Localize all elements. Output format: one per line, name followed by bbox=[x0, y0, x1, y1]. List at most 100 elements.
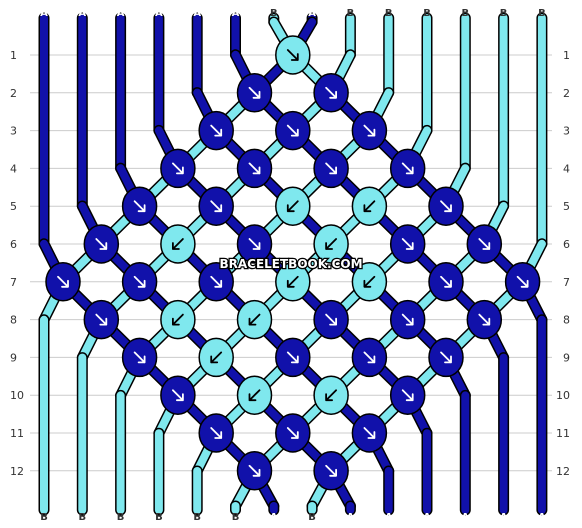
knot bbox=[236, 224, 273, 264]
top-thread-letter: B bbox=[461, 8, 469, 19]
arrow-down-right-icon bbox=[248, 162, 261, 175]
top-thread-letter: A bbox=[117, 8, 125, 19]
arrow-down-right-icon bbox=[516, 275, 529, 288]
arrow-down-right-icon bbox=[363, 124, 376, 137]
knot bbox=[160, 148, 196, 189]
arrow-down-right-icon bbox=[133, 200, 146, 213]
arrow-down-right-icon bbox=[286, 49, 299, 61]
arrow-down-right-icon bbox=[172, 162, 184, 175]
knot bbox=[504, 262, 541, 302]
arrow-down-left-icon bbox=[286, 275, 299, 288]
bottom-thread-letter: A bbox=[538, 512, 546, 523]
arrow-down-right-icon bbox=[210, 427, 223, 439]
row-label: 7 bbox=[10, 276, 17, 289]
bottom-thread-letter: A bbox=[270, 512, 278, 523]
knot bbox=[313, 375, 349, 415]
knot bbox=[351, 337, 388, 378]
knot bbox=[466, 299, 503, 340]
arrow-down-left-icon bbox=[363, 200, 376, 213]
knot bbox=[313, 73, 349, 113]
arrow-down-right-icon bbox=[210, 200, 223, 213]
row-label: 3 bbox=[563, 125, 570, 138]
row-label: 10 bbox=[556, 389, 570, 402]
arrow-down-left-icon bbox=[286, 200, 299, 213]
row-label: 4 bbox=[10, 162, 17, 175]
knot bbox=[198, 186, 234, 226]
knot bbox=[160, 375, 196, 415]
arrow-down-left-icon bbox=[172, 238, 184, 250]
bottom-thread-letter: A bbox=[385, 512, 393, 523]
top-thread-letter: A bbox=[308, 8, 316, 19]
top-thread-letter: B bbox=[385, 8, 393, 19]
top-thread-letter: A bbox=[155, 8, 163, 19]
arrow-down-left-icon bbox=[363, 275, 376, 288]
bottom-thread-letter: B bbox=[193, 512, 201, 523]
row-label: 11 bbox=[10, 427, 24, 440]
knot bbox=[389, 148, 426, 189]
knot bbox=[121, 186, 158, 226]
arrow-down-right-icon bbox=[286, 427, 299, 439]
knot bbox=[275, 110, 311, 151]
arrow-down-right-icon bbox=[210, 124, 223, 137]
arrow-down-left-icon bbox=[248, 313, 261, 326]
knot bbox=[313, 148, 349, 189]
knots-layer bbox=[45, 35, 541, 491]
knot bbox=[351, 262, 388, 302]
arrow-down-right-icon bbox=[325, 464, 337, 477]
knot bbox=[428, 337, 464, 378]
arrow-down-right-icon bbox=[95, 238, 108, 250]
arrow-down-right-icon bbox=[401, 313, 414, 326]
arrow-down-right-icon bbox=[248, 86, 261, 99]
arrow-down-left-icon bbox=[248, 389, 261, 402]
knot bbox=[428, 186, 464, 226]
knot bbox=[236, 451, 273, 491]
arrow-down-left-icon bbox=[172, 313, 184, 326]
arrow-down-right-icon bbox=[133, 275, 146, 288]
arrow-down-right-icon bbox=[401, 238, 414, 250]
knot bbox=[236, 375, 273, 415]
knot bbox=[121, 337, 158, 378]
row-label: 5 bbox=[10, 200, 17, 213]
arrow-down-right-icon bbox=[286, 124, 299, 137]
knot bbox=[389, 299, 426, 340]
row-label: 9 bbox=[10, 351, 17, 364]
knot bbox=[389, 375, 426, 415]
top-thread-letter: B bbox=[423, 8, 431, 19]
bottom-thread-letter: B bbox=[155, 512, 163, 523]
arrow-down-right-icon bbox=[478, 313, 491, 326]
knot bbox=[160, 299, 196, 340]
arrow-down-right-icon bbox=[401, 162, 414, 175]
row-label: 2 bbox=[563, 87, 570, 100]
bottom-thread-letter: B bbox=[232, 512, 240, 523]
top-thread-letter: A bbox=[193, 8, 201, 19]
knot bbox=[466, 224, 503, 264]
top-thread-letter: B bbox=[538, 8, 546, 19]
row-label: 3 bbox=[10, 125, 17, 138]
row-label: 6 bbox=[563, 238, 570, 251]
row-label: 1 bbox=[563, 49, 570, 62]
knot bbox=[313, 299, 349, 340]
arrow-down-right-icon bbox=[172, 389, 184, 402]
arrow-down-right-icon bbox=[325, 86, 337, 99]
knot bbox=[121, 262, 158, 302]
knot bbox=[275, 413, 311, 453]
top-thread-letter: B bbox=[270, 8, 278, 19]
knot bbox=[83, 299, 120, 340]
knot bbox=[428, 262, 464, 302]
arrow-down-left-icon bbox=[210, 351, 223, 364]
bottom-thread-letter: A bbox=[347, 512, 355, 523]
row-label: 1 bbox=[10, 49, 17, 62]
arrow-down-right-icon bbox=[95, 313, 108, 326]
arrow-down-right-icon bbox=[478, 238, 491, 250]
row-label: 7 bbox=[563, 276, 570, 289]
row-label: 9 bbox=[563, 351, 570, 364]
row-label: 8 bbox=[563, 314, 570, 327]
arrow-down-right-icon bbox=[440, 351, 452, 364]
bottom-thread-letter: B bbox=[308, 512, 316, 523]
knot bbox=[275, 35, 311, 75]
top-thread-letter: A bbox=[78, 8, 86, 19]
